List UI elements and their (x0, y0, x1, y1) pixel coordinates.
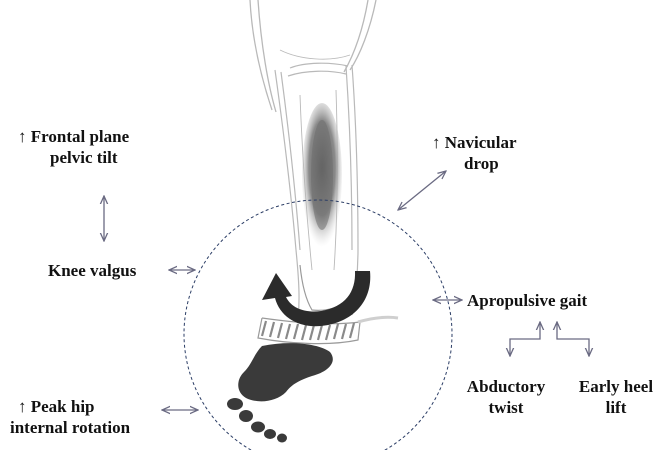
navicular-line1: ↑ Navicular (432, 132, 517, 153)
knee-valgus-label: Knee valgus (48, 260, 136, 281)
thigh-sketch (250, 0, 376, 112)
frontal-plane-line2: pelvic tilt (18, 147, 129, 168)
abductory-line1: Abductory (456, 376, 556, 397)
frontal-plane-line1: ↑ Frontal plane (18, 126, 129, 147)
navicular-drop-label: ↑ Navicular drop (432, 132, 517, 174)
shadow-streak (358, 317, 398, 322)
heel-line2: lift (568, 397, 664, 418)
abductory-twist-label: Abductory twist (456, 376, 556, 418)
peak-hip-line1: ↑ Peak hip (10, 396, 130, 417)
navicular-drop-arrow (398, 171, 446, 210)
abductory-twist-arrow (510, 322, 540, 356)
abductory-line2: twist (456, 397, 556, 418)
peak-hip-line2: internal rotation (10, 417, 130, 438)
rotation-arrow (262, 271, 370, 326)
frontal-plane-pelvic-tilt-label: ↑ Frontal plane pelvic tilt (18, 126, 129, 168)
apropulsive-gait-label: Apropulsive gait (467, 290, 587, 311)
calf-muscle-core (311, 120, 333, 230)
navicular-line2: drop (432, 153, 517, 174)
early-heel-lift-arrow (557, 322, 589, 356)
early-heel-lift-label: Early heel lift (568, 376, 664, 418)
toe-prints (227, 398, 287, 443)
footprint-icon (238, 343, 333, 401)
heel-line1: Early heel (568, 376, 664, 397)
peak-hip-internal-rotation-label: ↑ Peak hip internal rotation (10, 396, 130, 438)
